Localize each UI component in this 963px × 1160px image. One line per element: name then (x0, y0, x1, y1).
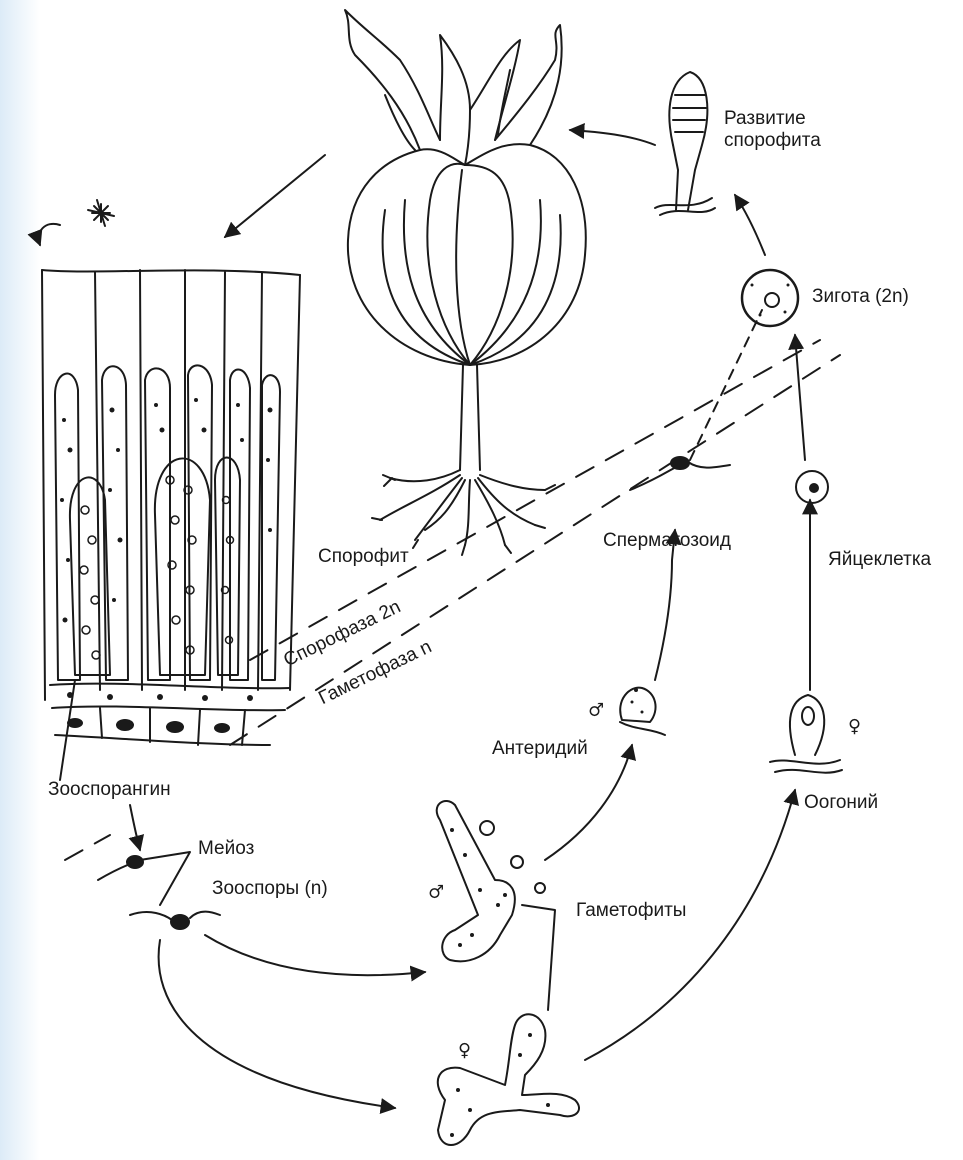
young-sporophyte-drawing (655, 72, 715, 215)
zygote-drawing (742, 270, 798, 326)
oogonium-drawing (770, 695, 842, 773)
female-gametophyte-drawing (438, 1014, 579, 1145)
meiosis-label: Мейоз (198, 838, 254, 860)
sporophyte-drawing (345, 10, 586, 555)
gametophytes-label: Гаметофиты (576, 900, 686, 922)
spermatozoid-drawing (630, 457, 730, 490)
egg-cell-drawing (796, 471, 828, 503)
female-symbol-oogonium: ♀ (848, 716, 861, 737)
female-symbol-gametophyte: ♀ (458, 1040, 471, 1061)
oogonium-label: Оогоний (804, 792, 878, 814)
male-symbol-gametophyte: ♂ (428, 882, 444, 903)
spermatozoid-label: Сперматозоид (603, 530, 731, 552)
sporophyte-label: Спорофит (318, 546, 409, 568)
phase-boundary (65, 340, 840, 860)
male-gametophyte-drawing (437, 801, 545, 961)
tissue-section-drawing (39, 200, 300, 745)
fertilization-dashed-line (690, 310, 762, 460)
gametophytes-leader-line (522, 905, 555, 1010)
egg-cell-label: Яйцеклетка (828, 549, 931, 571)
sporophyte-development-label: Развитие спорофита (724, 108, 821, 152)
antheridium-label: Антеридий (492, 738, 588, 760)
antheridium-drawing (620, 688, 665, 735)
zoospores-label: Зооспоры (n) (212, 878, 328, 900)
zoospores-drawing (98, 852, 220, 929)
cycle-arrows (130, 130, 810, 1108)
zygote-label: Зигота (2n) (812, 286, 909, 308)
male-symbol-antheridium: ♂ (588, 700, 604, 721)
zoosporangium-label: Зооспорангин (48, 779, 171, 801)
